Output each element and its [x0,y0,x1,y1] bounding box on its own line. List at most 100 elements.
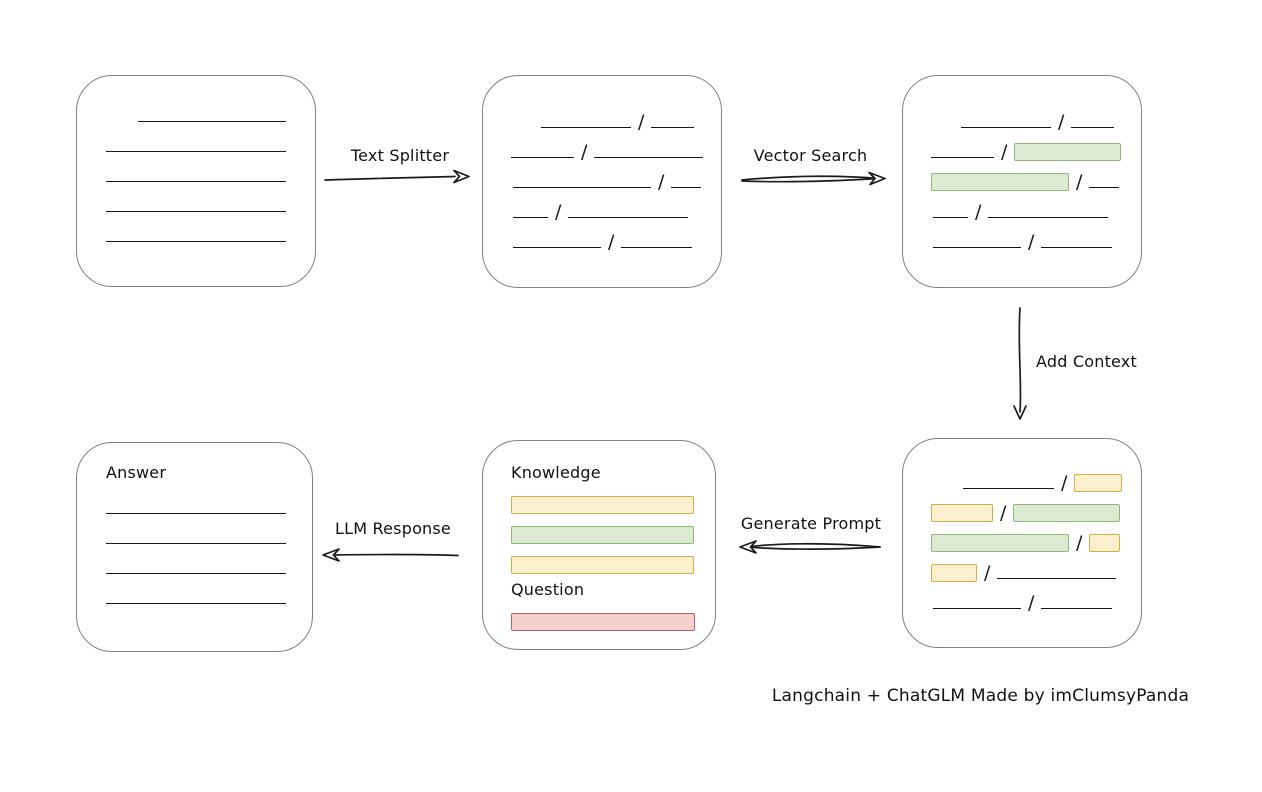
content-row: / [903,558,1141,584]
text-line [933,217,968,218]
text-line [106,513,286,514]
text-line [138,121,286,122]
content-row: / [903,588,1141,614]
add-context-arrow-icon [1013,307,1027,420]
content-row [77,161,315,185]
answer-label: Answer [106,463,167,482]
content-row: / [483,197,721,223]
text-line [933,247,1021,248]
text-line [568,217,689,218]
content-row [511,490,715,514]
slash-separator: / [1076,171,1083,193]
content-row [106,553,312,577]
question-bar [511,607,715,631]
text-line [513,187,651,188]
text-line [106,181,286,182]
highlight-green [511,526,694,544]
content-row: / [903,227,1141,253]
content-row: / [903,137,1141,163]
text-line [594,157,704,158]
vector-matches-box: / / / / / [902,75,1142,288]
text-line [106,603,286,604]
vector-search-label: Vector Search [753,146,868,165]
content-row: / [903,468,1141,494]
highlight-yellow [511,496,694,514]
text-line [106,241,286,242]
highlight-green [1013,504,1121,522]
text-line [106,573,286,574]
vector-search-arrow-icon [741,171,886,186]
text-line [1041,247,1113,248]
content-row: / [903,107,1141,133]
slash-separator: / [1028,231,1035,253]
text-line [541,127,631,128]
content-row [106,583,312,607]
content-row [77,101,315,125]
generate-prompt-label: Generate Prompt [740,514,882,533]
slash-separator: / [608,231,615,253]
slash-separator: / [658,171,665,193]
answer-lines [106,493,312,607]
answer-box: Answer [76,442,313,652]
text-line [513,217,548,218]
highlight-yellow [1089,534,1121,552]
text-line [671,187,702,188]
question-label: Question [511,580,585,599]
prompt-box: Knowledge Question [482,440,716,650]
text-line [621,247,693,248]
content-row: / [903,498,1141,524]
highlight-yellow [931,504,993,522]
vector-match-lines: / / / / / [903,107,1141,253]
content-row [106,523,312,547]
highlight-green [931,534,1069,552]
highlight-red [511,613,695,631]
highlight-yellow [931,564,977,582]
llm-response-arrow-icon [322,548,459,562]
diagram-caption: Langchain + ChatGLM Made by imClumsyPand… [771,686,1190,706]
content-row [77,221,315,245]
text-line [963,488,1054,489]
slash-separator: / [984,562,991,584]
text-line [933,608,1021,609]
content-row [77,131,315,155]
slash-separator: / [1058,111,1065,133]
knowledge-label: Knowledge [511,463,601,482]
text-line [106,211,286,212]
document-lines [77,101,315,245]
text-line [511,157,574,158]
text-line [931,157,994,158]
text-line [106,151,286,152]
split-text-lines: / / / / / [483,107,721,253]
content-row [511,607,715,631]
text-line [988,217,1109,218]
content-row: / [483,137,721,163]
slash-separator: / [1000,502,1007,524]
content-row: / [903,167,1141,193]
text-line [1041,608,1113,609]
slash-separator: / [1061,472,1068,494]
content-row: / [483,167,721,193]
slash-separator: / [638,111,645,133]
text-line [1089,187,1120,188]
slash-separator: / [975,201,982,223]
text-line [961,127,1051,128]
split-text-box: / / / / / [482,75,722,288]
llm-response-label: LLM Response [335,519,451,538]
highlight-green [931,173,1069,191]
knowledge-bars [511,490,715,574]
text-splitter-label: Text Splitter [350,146,450,165]
slash-separator: / [1001,141,1008,163]
highlight-yellow [511,556,694,574]
content-row [511,550,715,574]
content-row: / [483,107,721,133]
text-line [1071,127,1115,128]
slash-separator: / [1028,592,1035,614]
content-row: / [483,227,721,253]
source-document-box [76,75,316,287]
highlight-yellow [1074,474,1123,492]
context-chunk-lines: ///// [903,468,1141,614]
slash-separator: / [555,201,562,223]
generate-prompt-arrow-icon [739,540,881,554]
text-splitter-arrow-icon [324,169,470,184]
content-row [106,493,312,517]
